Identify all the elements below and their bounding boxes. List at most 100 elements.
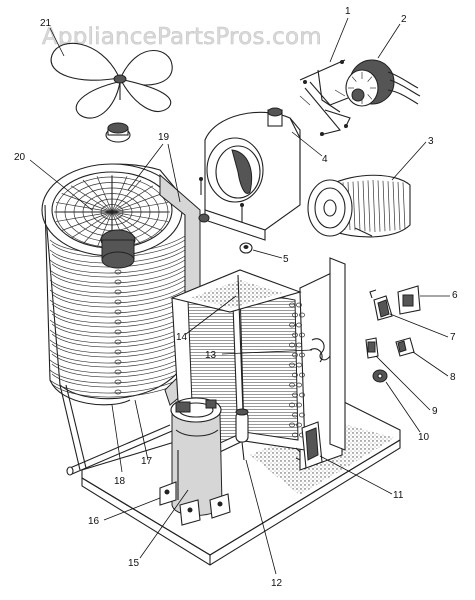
coil-row xyxy=(51,259,186,278)
coil-tube-end xyxy=(114,329,122,335)
coil-tube-end xyxy=(289,322,295,328)
callout-8: 8 xyxy=(450,372,456,383)
callout-12: 12 xyxy=(271,578,283,589)
wheel-vane xyxy=(372,179,376,233)
coil-tube-end xyxy=(296,382,302,388)
fan-blade xyxy=(50,42,173,119)
coil-tube-end xyxy=(296,342,302,348)
wheel-vane xyxy=(382,180,386,232)
coil-tube-end xyxy=(289,362,295,368)
callout-11: 11 xyxy=(393,490,404,501)
grill-spoke xyxy=(70,185,113,213)
coil-tube-end xyxy=(292,372,298,378)
wheel-vane xyxy=(402,182,406,230)
motor-winding xyxy=(367,76,373,82)
coil-tube-end xyxy=(114,359,122,365)
coil-tube-end xyxy=(114,269,122,275)
grill-spoke xyxy=(70,211,113,239)
coil-tube-end xyxy=(289,382,295,388)
coil-tube-end xyxy=(114,299,122,305)
callout-13: 13 xyxy=(205,350,217,361)
wheel-vane xyxy=(367,180,371,232)
grill-spoke xyxy=(111,211,142,245)
grill-spoke xyxy=(61,211,113,231)
coil-row xyxy=(49,305,186,324)
motor-winding xyxy=(351,76,357,82)
callout-6: 6 xyxy=(452,290,458,301)
callout-14: 14 xyxy=(176,332,188,343)
coil-row xyxy=(51,349,186,368)
coil-row xyxy=(51,289,186,308)
callout-19: 19 xyxy=(158,132,170,143)
coil-tube-end xyxy=(114,369,122,375)
coil-row xyxy=(49,365,186,384)
coil-tube-end xyxy=(296,422,302,428)
coil-tube-end xyxy=(114,289,122,295)
callout-16: 16 xyxy=(88,516,100,527)
coil-tube-end xyxy=(289,302,295,308)
coil-tube-end xyxy=(114,339,122,345)
coil-tube-end xyxy=(299,312,305,318)
coil-tube-end xyxy=(114,309,122,315)
callout-7: 7 xyxy=(450,332,456,343)
callout-1: 1 xyxy=(345,6,351,17)
coil-row xyxy=(49,345,186,364)
watermark-text: AppliancePartsPros.com xyxy=(42,24,322,50)
grill-spoke xyxy=(111,211,169,222)
grill-spoke xyxy=(96,211,113,248)
wheel-vane xyxy=(362,180,366,232)
coil-row xyxy=(49,325,186,344)
wheel-vane xyxy=(352,181,356,231)
callouts: 1 2 3 4 5 6 7 8 9 10 11 12 13 14 15 16 1 xyxy=(14,6,458,589)
indoor-coil-assembly xyxy=(170,257,346,471)
filter-drier-12 xyxy=(235,408,249,461)
grill-spoke xyxy=(82,211,113,245)
coil-tube-end xyxy=(292,352,298,358)
coil-tube-end xyxy=(114,279,122,285)
grill-spoke xyxy=(55,202,113,213)
coil-row xyxy=(51,359,186,378)
coil-row xyxy=(49,285,186,304)
grill-spoke xyxy=(111,211,163,231)
wheel-vane xyxy=(377,180,381,232)
relay-6 xyxy=(397,285,421,315)
callout-18: 18 xyxy=(114,476,126,487)
callout-9: 9 xyxy=(432,406,438,417)
callout-17: 17 xyxy=(141,456,153,467)
coil-row xyxy=(51,369,186,388)
grill-spoke xyxy=(61,193,113,213)
grill-spoke xyxy=(96,176,113,213)
coil-row xyxy=(51,279,186,298)
coil-row xyxy=(49,335,186,354)
coil-row xyxy=(49,355,186,374)
grommet xyxy=(198,213,210,223)
coil-tube-end xyxy=(299,372,305,378)
coil-tube-end xyxy=(296,302,302,308)
coil-tube-end xyxy=(299,412,305,418)
coil-row xyxy=(51,329,186,348)
coil-tube-end xyxy=(289,422,295,428)
coil-row xyxy=(51,299,186,318)
callout-15: 15 xyxy=(128,558,140,569)
wheel-vane xyxy=(387,181,391,231)
mounting-nut xyxy=(239,242,253,254)
coil-tube-end xyxy=(114,319,122,325)
refrigerant-line xyxy=(66,424,173,476)
callout-5: 5 xyxy=(283,254,289,265)
motor-winding xyxy=(367,94,373,100)
capacitor-bracket-7 xyxy=(369,289,393,321)
coil-row xyxy=(49,255,186,274)
grill-spoke xyxy=(111,185,154,213)
wheel-vane xyxy=(392,181,396,231)
grill-spoke xyxy=(111,202,169,213)
grill-spoke xyxy=(55,211,113,222)
callout-4: 4 xyxy=(322,154,328,165)
grill-spoke xyxy=(111,176,128,213)
coil-row xyxy=(49,295,186,314)
coil-row xyxy=(49,275,186,294)
coil-tube-end xyxy=(292,412,298,418)
fan-hub xyxy=(105,122,131,143)
coil-row xyxy=(51,339,186,358)
coil-tube-end xyxy=(296,322,302,328)
grill-spoke xyxy=(111,211,154,239)
